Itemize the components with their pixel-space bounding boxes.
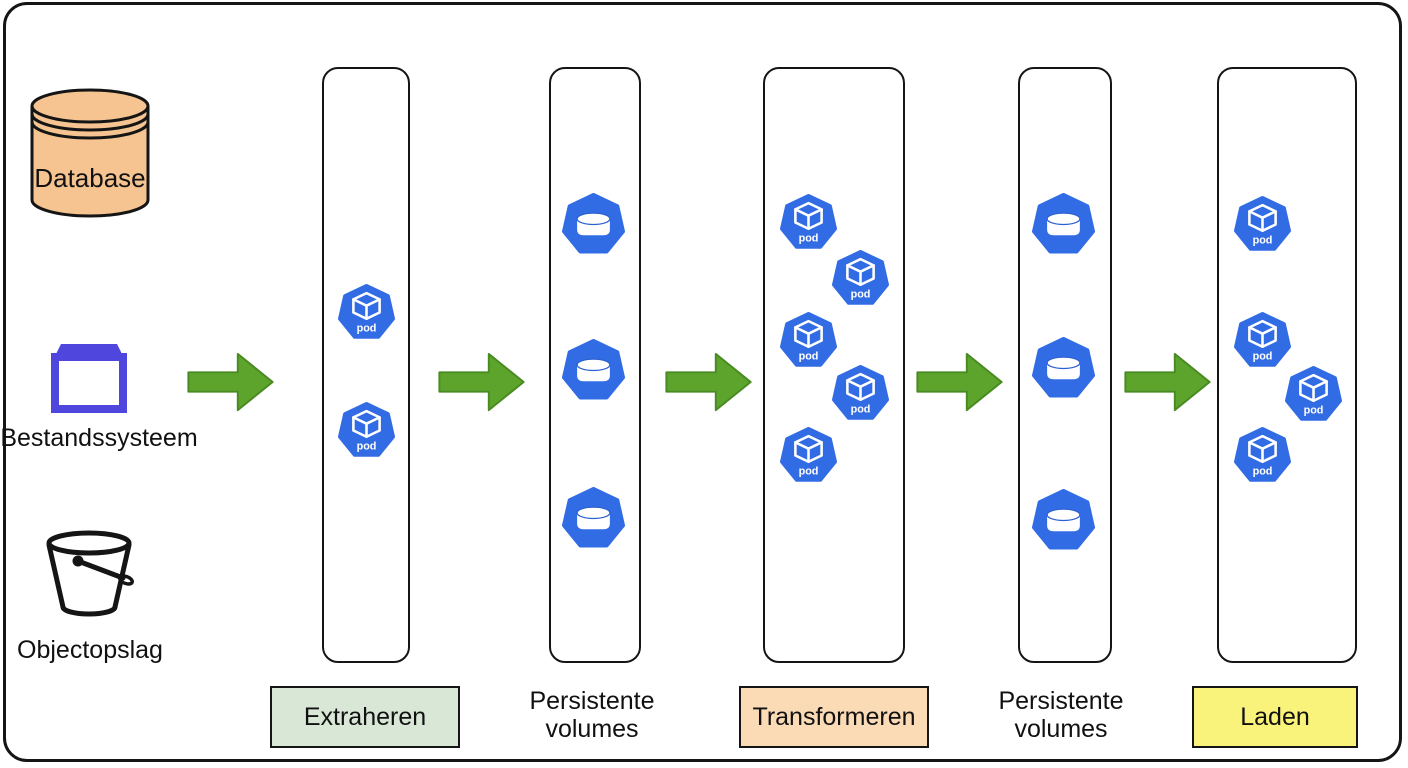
pod-icon <box>780 427 837 484</box>
stage-label-load: Laden <box>1192 686 1358 748</box>
flow-arrow-icon <box>437 351 527 413</box>
flow-arrow-icon <box>1123 351 1213 413</box>
persistent-volume-icon <box>562 193 625 256</box>
pod-icon <box>1234 427 1291 484</box>
persistent-volume-icon <box>1032 489 1095 552</box>
pod-icon <box>1285 366 1342 423</box>
database-cylinder-icon <box>30 88 150 218</box>
flow-arrow-icon <box>915 351 1005 413</box>
bucket-icon <box>46 530 134 617</box>
pod-icon <box>780 312 837 369</box>
diagram-outer-frame <box>3 2 1402 762</box>
pod-icon <box>780 194 837 251</box>
filesystem-icon <box>51 344 127 413</box>
filesystem-label: Bestandssysteem <box>0 424 198 452</box>
flow-arrow-icon <box>664 351 754 413</box>
stage-label-extract: Extraheren <box>270 686 460 748</box>
column-transform-pods <box>763 67 905 663</box>
stage-label-persistent-volumes-2: Persistente volumes <box>998 687 1124 743</box>
pod-icon <box>832 250 889 307</box>
persistent-volume-icon <box>1032 337 1095 400</box>
stage-label-transform: Transformeren <box>739 686 929 748</box>
pod-icon <box>1234 196 1291 253</box>
persistent-volume-icon <box>1032 193 1095 256</box>
column-load-pods <box>1217 67 1357 663</box>
pod-icon <box>1234 312 1291 369</box>
column-extract-pods <box>322 67 410 663</box>
pod-icon <box>832 365 889 422</box>
object-storage-label: Objectopslag <box>17 636 163 664</box>
pod-icon <box>338 284 395 341</box>
persistent-volume-icon <box>562 487 625 550</box>
flow-arrow-icon <box>186 351 276 413</box>
database-label: Database <box>34 163 146 193</box>
stage-label-persistent-volumes-1: Persistente volumes <box>529 687 655 743</box>
pod-icon <box>338 402 395 459</box>
persistent-volume-icon <box>562 339 625 402</box>
